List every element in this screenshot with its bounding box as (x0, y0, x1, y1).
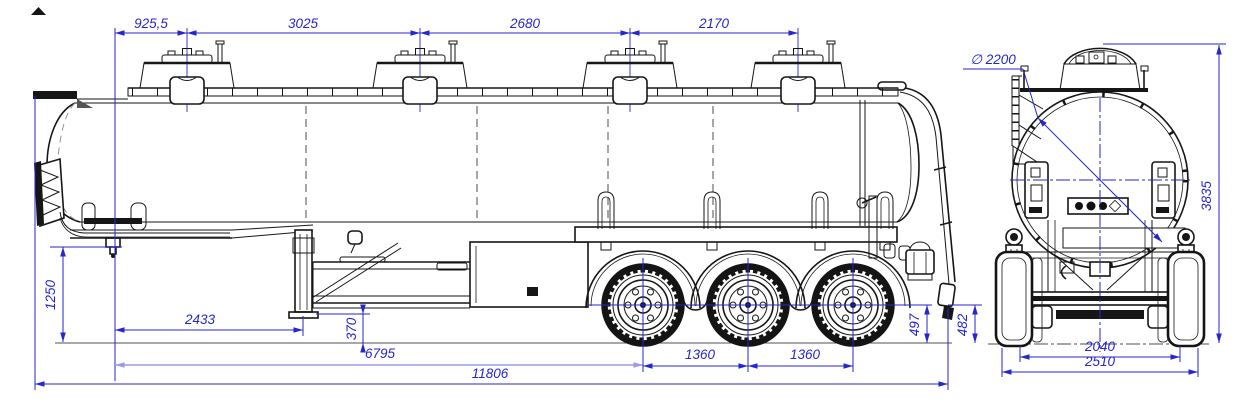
dim-rear-height: 482 (948, 304, 982, 343)
lamp-panel (1067, 197, 1129, 215)
dim-axle-spacing-2: 1360 (790, 347, 821, 362)
svg-text:11806: 11806 (472, 366, 509, 381)
dim-overall-length: 11806 (35, 366, 948, 387)
dim-overall-height: 3835 (1103, 43, 1226, 343)
side-guard-beam (574, 191, 898, 251)
rear-lights (1024, 161, 1176, 219)
side-view (31, 7, 956, 344)
svg-text:∅ 2200: ∅ 2200 (970, 52, 1016, 67)
svg-text:3835: 3835 (1199, 180, 1214, 211)
svg-text:482: 482 (955, 313, 970, 336)
manhole-2 (371, 26, 469, 114)
dim-hatch-spacing-1: 925,5 (134, 16, 168, 31)
dim-kingpin-height: 1250 (43, 246, 122, 342)
svg-text:6795: 6795 (365, 346, 396, 361)
dim-axle-spacing-1: 1360 (685, 347, 716, 362)
walkway (127, 87, 899, 97)
fenders (585, 250, 911, 311)
dim-landing-gear-clearance: 370 (316, 304, 370, 353)
svg-text:2040: 2040 (1084, 339, 1116, 354)
dim-overall-width: 2510 (1001, 348, 1199, 377)
svg-text:1250: 1250 (43, 279, 58, 310)
dim-hatch-spacing-3: 2680 (509, 16, 541, 31)
chassis-frame (312, 256, 470, 309)
landing-gear (288, 229, 402, 319)
kingpin-assembly (59, 202, 314, 258)
tank-shell (46, 102, 920, 223)
manhole-1 (138, 26, 236, 114)
svg-text:2510: 2510 (1084, 354, 1116, 369)
dim-wheel-track: 2040 (1019, 339, 1181, 362)
dim-kingpin-to-landing-gear: 2433 (115, 312, 304, 336)
top-dome (1020, 47, 1149, 92)
svg-text:370: 370 (344, 317, 359, 340)
reference-flag (31, 7, 46, 15)
manhole-3 (581, 26, 679, 114)
svg-text:2433: 2433 (184, 312, 216, 327)
dim-axle-height: 497 (907, 305, 930, 343)
rear-piping (856, 81, 956, 320)
manhole-4 (749, 26, 847, 114)
toolbox (469, 241, 589, 308)
front-bumper (33, 91, 128, 108)
rear-tires (994, 250, 1206, 348)
dim-tank-diameter: ∅ 2200 (963, 52, 1164, 244)
rear-view (988, 47, 1212, 352)
dim-kingpin-to-first-axle: 6795 (115, 346, 643, 368)
front-ladder (34, 157, 65, 228)
dim-hatch-spacing-2: 3025 (288, 16, 319, 31)
svg-text:497: 497 (907, 313, 922, 336)
dim-axle-spacing: 1360 1360 (588, 258, 932, 372)
dimensions: 925,5 3025 2680 2170 1250 2433 3 (34, 16, 1226, 390)
dim-top-chain: 925,5 3025 2680 2170 (115, 16, 798, 36)
dim-hatch-spacing-4: 2170 (698, 16, 730, 31)
